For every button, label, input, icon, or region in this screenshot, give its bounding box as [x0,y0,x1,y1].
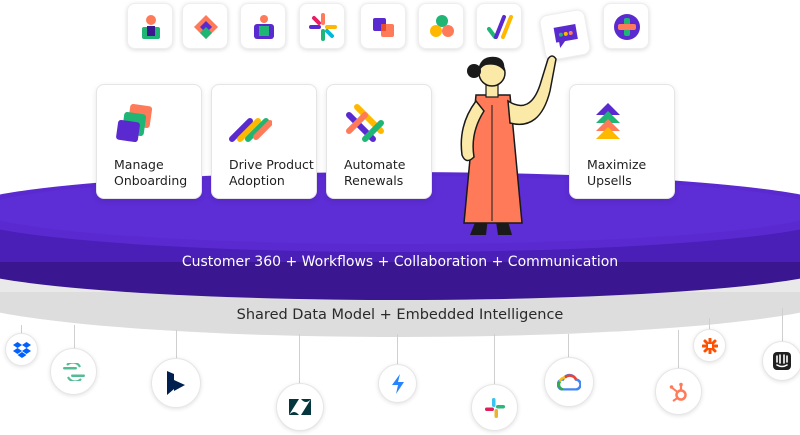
integration-intercom[interactable] [762,341,800,381]
onboarding-squares-icon [116,103,153,143]
dropbox-icon [12,341,31,358]
card-label: Automate Renewals [344,157,406,188]
integration-google-cloud[interactable] [544,357,594,407]
card-label: Manage Onboarding [114,157,188,188]
connector-line [709,318,710,330]
top-app-tile [476,3,522,49]
chat-bubble-icon [553,24,578,49]
connector-line [176,330,177,360]
jira-icon [391,373,404,394]
integration-jira[interactable] [378,364,417,403]
segment-icon [62,362,85,381]
feature-card-renewals[interactable]: Automate Renewals [326,84,432,199]
upsells-arrows-icon [596,103,620,139]
google-cloud-icon [557,373,581,391]
plus-circle-icon [614,14,640,40]
top-app-tile [418,3,464,49]
adoption-stripes-icon [229,118,272,142]
asterisk-logo-icon [309,13,337,41]
integration-zendesk[interactable] [276,383,324,431]
integration-dynamics[interactable] [151,358,201,408]
connector-line [782,308,783,344]
card-label: Maximize Upsells [587,157,647,188]
check-slash-icon [487,15,513,39]
hubspot-icon [669,382,687,402]
top-app-tile [299,3,345,49]
connector-line [74,325,75,349]
base-band-label: Shared Data Model + Embedded Intelligenc… [236,307,564,323]
integration-zapier[interactable] [693,329,726,362]
zendesk-icon [289,399,311,415]
integration-dropbox[interactable] [5,333,38,366]
integration-slack[interactable] [471,384,518,431]
person-illustration [460,55,557,235]
integration-hubspot[interactable] [655,368,702,415]
top-app-tile [360,3,406,49]
top-app-tile [603,3,649,49]
connector-line [678,330,679,370]
feature-card-adoption[interactable]: Drive Product Adoption [211,84,317,199]
diamond-logo-icon [194,15,218,39]
top-app-tile [538,8,592,62]
top-app-tile [240,3,286,49]
slack-icon [484,397,505,418]
card-label: Drive Product Adoption [229,157,314,188]
connector-line [397,334,398,364]
connector-line [568,334,569,358]
intercom-icon [773,352,791,370]
integration-segment[interactable] [50,348,97,395]
top-band-label: Customer 360 + Workflows + Collaboration… [181,254,619,270]
person-badge-icon [142,15,160,39]
stacked-squares-icon [373,18,394,37]
dynamics-icon [167,371,185,395]
renewals-frame-icon [346,104,384,142]
top-app-tile [182,3,228,49]
three-dots-icon [430,15,454,37]
zapier-icon [701,337,718,354]
connector-line [299,334,300,384]
feature-card-onboarding[interactable]: Manage Onboarding [96,84,202,199]
person-square-icon [254,15,274,39]
feature-card-upsells[interactable]: Maximize Upsells [569,84,675,199]
connector-line [21,325,22,335]
connector-line [494,334,495,384]
top-app-tile [127,3,173,49]
